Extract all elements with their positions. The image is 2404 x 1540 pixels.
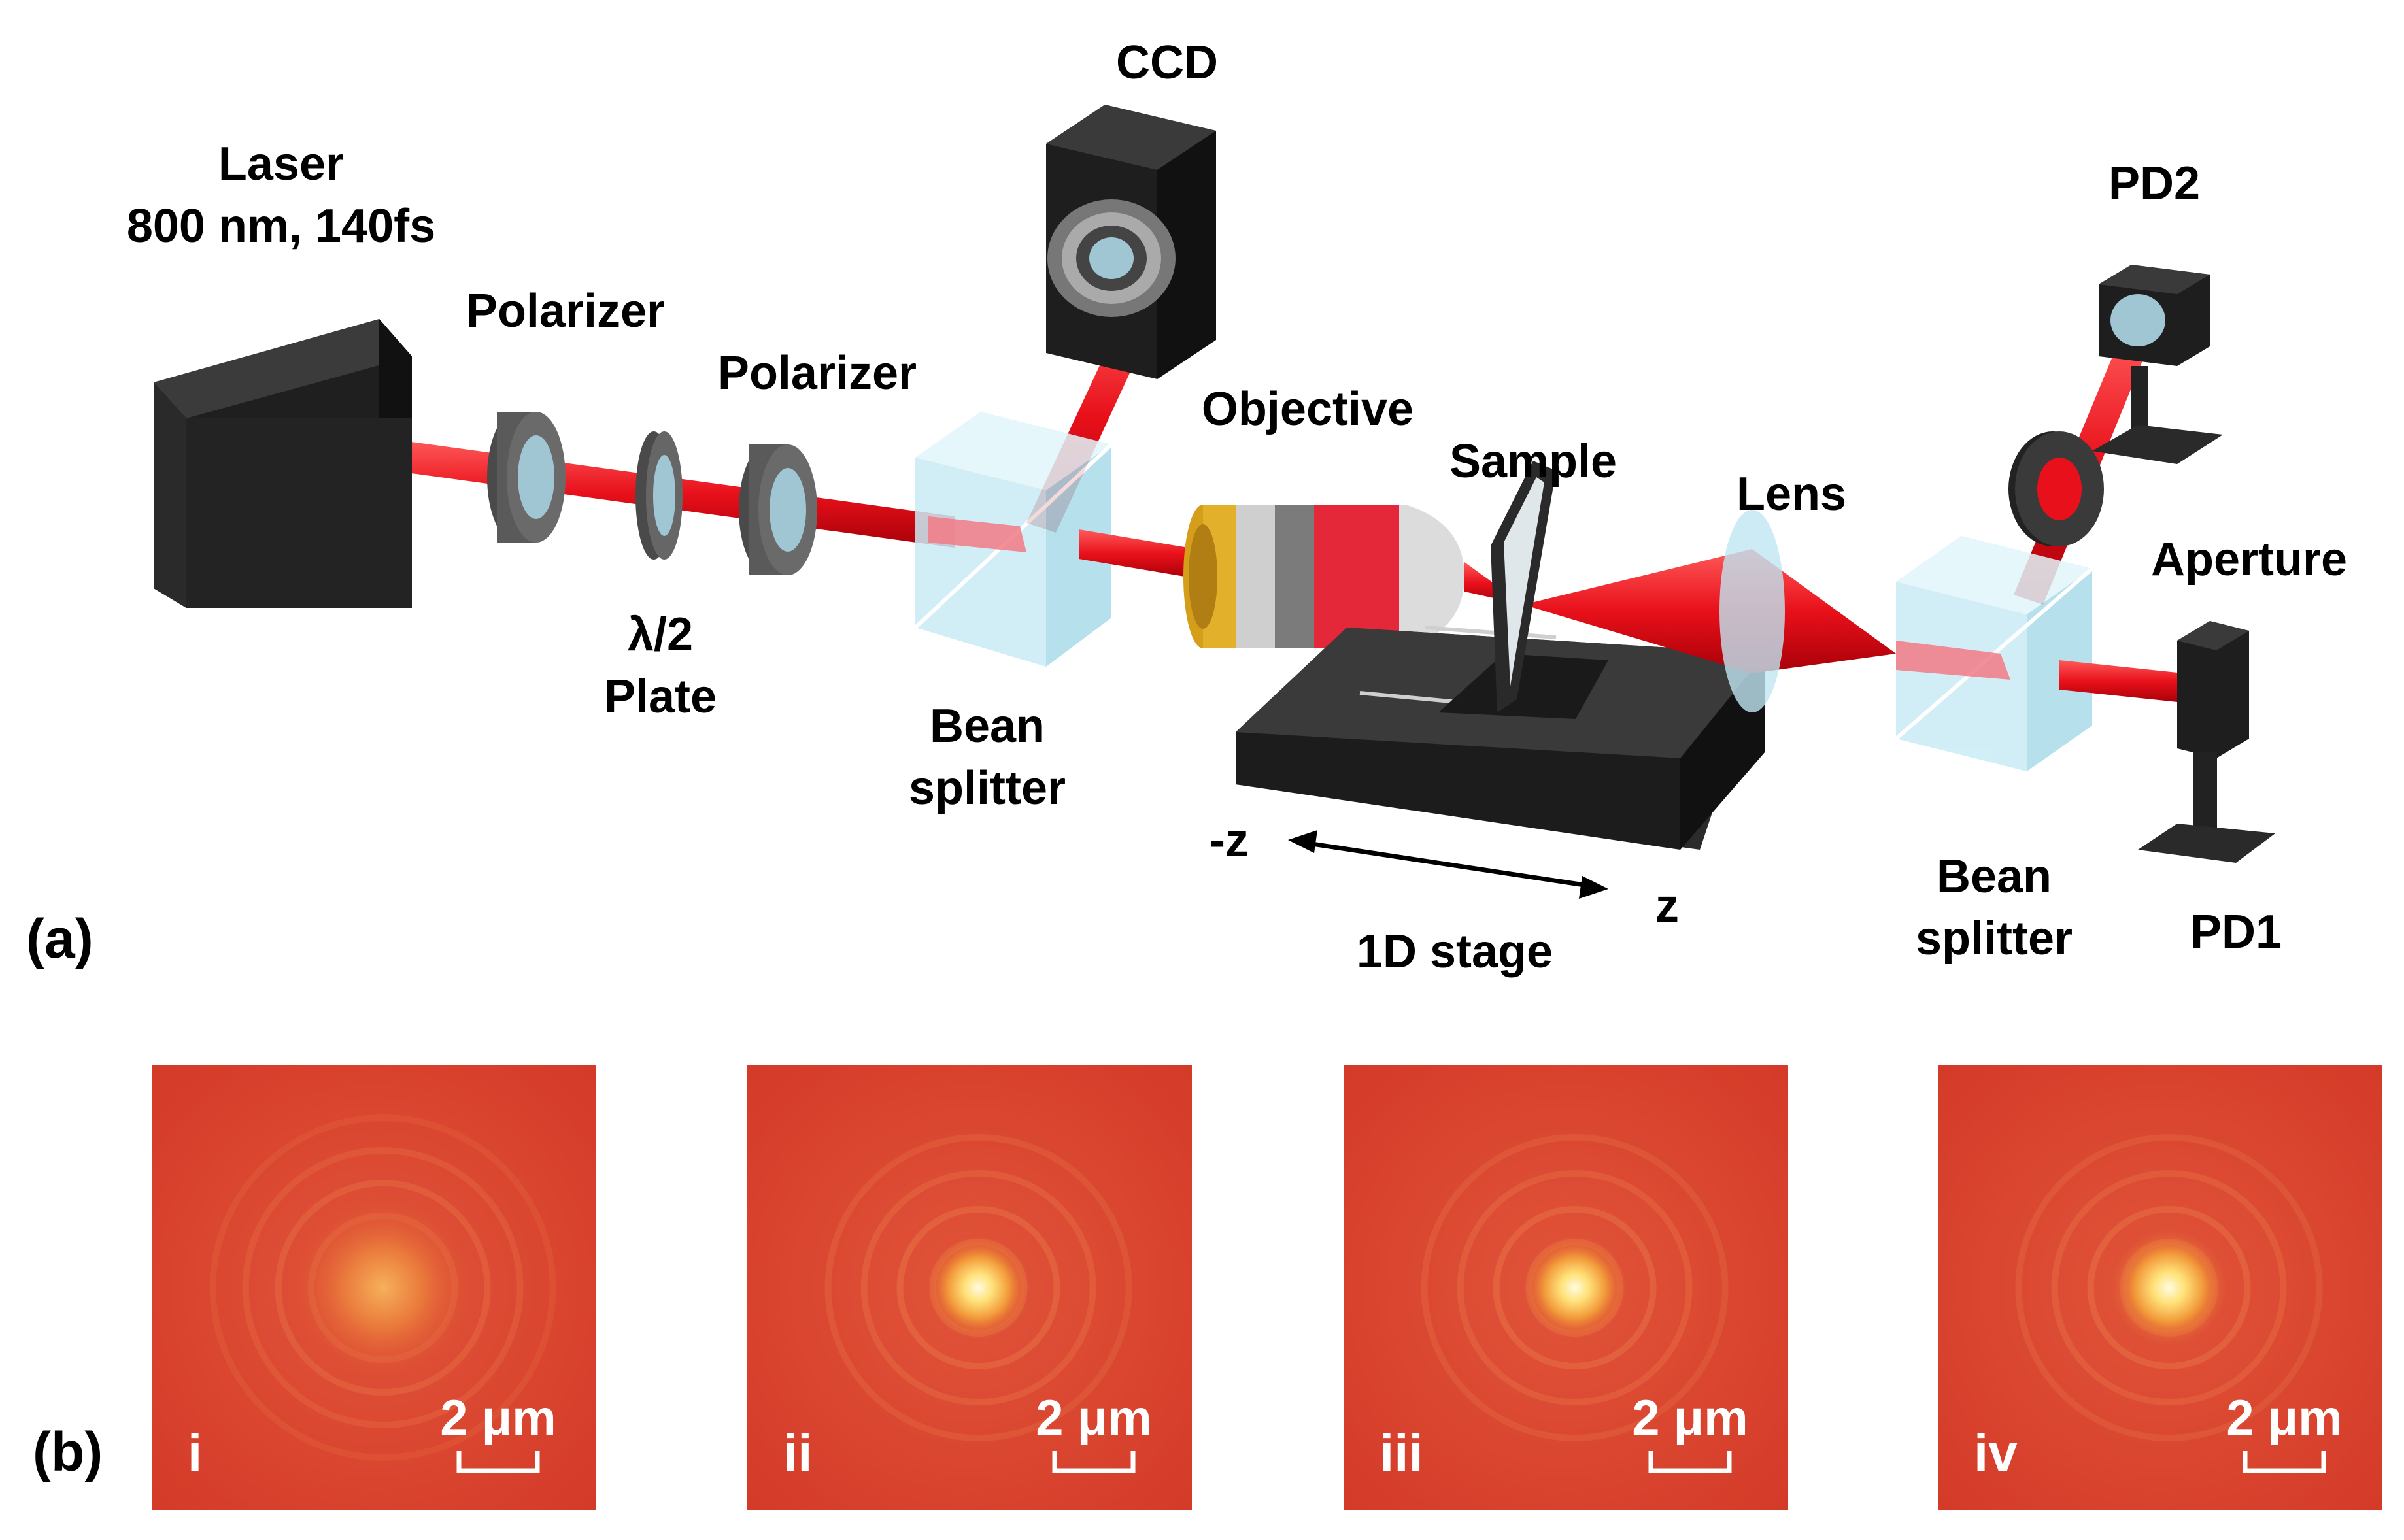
- ccd-camera: [1046, 105, 1216, 379]
- scale-bar: [2243, 1451, 2326, 1473]
- minus-z-label: -z: [1210, 814, 1249, 867]
- diffraction-ring: [1457, 1170, 1693, 1405]
- image-panel-iii: iii 2 μm: [1344, 1065, 1788, 1510]
- diffraction-ring: [1421, 1134, 1729, 1441]
- scale-bar: [1052, 1451, 1136, 1473]
- half-wave-label-line1: λ/2: [628, 609, 693, 661]
- objective: [1183, 505, 1464, 648]
- image-panel-iv: iv 2 μm: [1938, 1065, 2382, 1510]
- beam-in-splitter-2: [1896, 641, 2010, 680]
- aperture: [2008, 431, 2104, 546]
- sample-label: Sample: [1449, 435, 1617, 488]
- image-panel-i: i 2 μm: [152, 1065, 596, 1510]
- scale-bar: [1648, 1451, 1732, 1473]
- lens-label: Lens: [1736, 468, 1846, 520]
- focal-spot: [284, 1190, 481, 1386]
- scale-bar-label: 2 μm: [440, 1390, 556, 1446]
- diffraction-ring: [2087, 1206, 2251, 1369]
- diffraction-ring: [275, 1180, 491, 1396]
- polarizer-1: [487, 412, 566, 543]
- ccd-label: CCD: [1116, 37, 1218, 89]
- polarizer-1-label: Polarizer: [466, 285, 665, 337]
- panel-b-label: (b): [33, 1421, 103, 1482]
- diffraction-ring: [242, 1147, 524, 1428]
- lens: [1719, 510, 1785, 712]
- laser-device: [154, 319, 412, 608]
- laser-label-line2: 800 nm, 140fs: [127, 200, 435, 252]
- converging-beam: [1752, 549, 1896, 673]
- diffraction-ring: [209, 1114, 556, 1461]
- scale-bar: [456, 1451, 540, 1473]
- image-panel-ii: ii 2 μm: [747, 1065, 1192, 1510]
- beam-to-objective: [1079, 529, 1196, 578]
- microscopy-images: i 2 μm ii 2 μm iii 2 μm iv 2 μm: [152, 1065, 2382, 1510]
- focal-spot: [923, 1232, 1034, 1343]
- diffraction-ring: [2015, 1134, 2323, 1441]
- pd1-detector: [2138, 621, 2275, 863]
- aperture-label: Aperture: [2151, 533, 2347, 586]
- pd2-detector: [2092, 265, 2223, 464]
- diffraction-ring: [824, 1134, 1132, 1441]
- diffraction-ring: [860, 1170, 1096, 1405]
- laser-label-line1: Laser: [218, 138, 344, 190]
- z-axis-arrow: [1288, 830, 1608, 899]
- diffraction-ring: [2051, 1170, 2287, 1405]
- image-index: i: [188, 1424, 202, 1482]
- beam-splitter-2-label-line2: splitter: [1916, 912, 2073, 965]
- diffraction-ring: [1493, 1206, 1657, 1369]
- diverging-beam: [1523, 549, 1752, 673]
- beam-splitter-1-label-line2: splitter: [909, 762, 1066, 814]
- scale-bar-label: 2 μm: [1632, 1390, 1748, 1446]
- focal-spot: [2107, 1226, 2231, 1350]
- diffraction-ring: [896, 1206, 1060, 1369]
- polarizer-2: [739, 444, 817, 575]
- beam-splitter-1-label-line1: Bean: [930, 700, 1045, 752]
- pd1-label: PD1: [2190, 906, 2282, 958]
- pd2-label: PD2: [2108, 158, 2200, 210]
- pd1-beam: [2059, 660, 2184, 703]
- beam-splitter-2-label-line1: Bean: [1937, 850, 2052, 903]
- polarizer-2-label: Polarizer: [718, 347, 917, 399]
- stage-label: 1D stage: [1357, 926, 1553, 978]
- image-index: ii: [783, 1424, 812, 1482]
- image-index: iv: [1974, 1424, 2018, 1482]
- panel-a-label: (a): [26, 908, 93, 969]
- half-wave-plate: [635, 431, 683, 560]
- half-wave-label-line2: Plate: [604, 671, 717, 723]
- plus-z-label: z: [1655, 880, 1679, 932]
- objective-label: Objective: [1202, 383, 1414, 435]
- focal-spot: [1519, 1232, 1631, 1343]
- scale-bar-label: 2 μm: [2226, 1390, 2342, 1446]
- scale-bar-label: 2 μm: [1036, 1390, 1151, 1446]
- beam-in-splitter-1: [928, 516, 1026, 552]
- image-index: iii: [1380, 1424, 1423, 1482]
- sample: [1491, 461, 1556, 712]
